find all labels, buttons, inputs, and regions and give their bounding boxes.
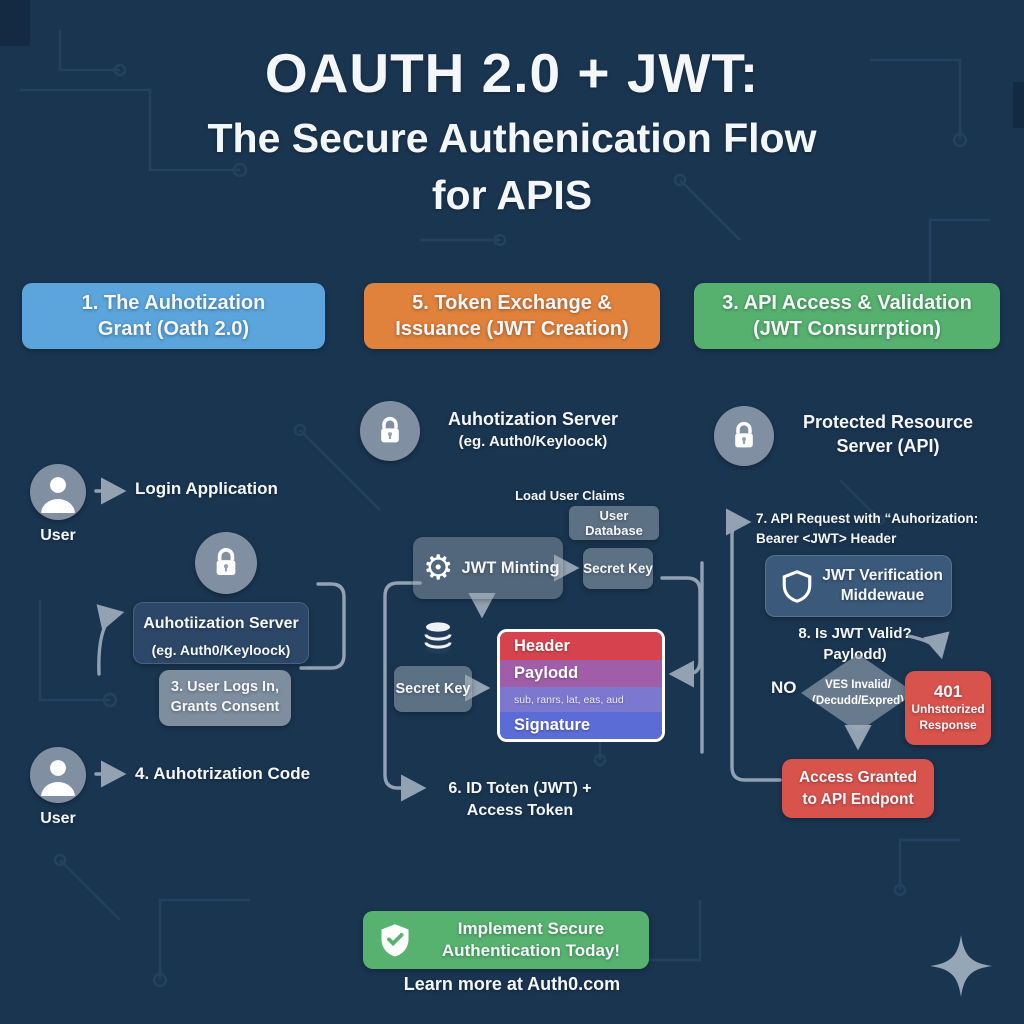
consent-box: 3. User Logs In, Grants Consent: [159, 670, 291, 726]
user-icon: [30, 464, 86, 520]
login-application-label: Login Application: [135, 479, 278, 498]
database-icon: [423, 621, 453, 655]
protected-server-heading: Protected Resource Server (API): [802, 412, 974, 457]
no-label: NO: [771, 678, 797, 697]
unauthorized-text: Unhsttorized Response: [911, 702, 985, 732]
title-line-3: for APIS: [431, 172, 593, 218]
is-jwt-valid-label: 8. Is JWT Valid? Paylodd): [798, 625, 912, 663]
jwt-verification-label: JWT Verification Middewaue: [822, 566, 943, 604]
background-decoration: [1013, 82, 1024, 128]
lock-icon: [714, 406, 774, 466]
cta-label: Implement Secure Authentication Today!: [441, 918, 621, 960]
user-label: User: [40, 527, 76, 544]
shield-check-icon: [377, 921, 413, 959]
page-title: OAUTH 2.0 + JWT: The Secure Authenicatio…: [0, 46, 1024, 219]
unauthorized-code: 401: [933, 682, 963, 702]
jwt-payload-row: Paylodd: [500, 660, 662, 687]
secret-key-box-left: Secret Key: [394, 666, 472, 712]
shield-icon: [780, 568, 814, 604]
jwt-claims-row: sub, ranrs, lat, eas, aud: [500, 687, 662, 712]
user-database-box: User Database: [569, 506, 659, 540]
jwt-minting-box: ⚙ JWT Minting: [413, 537, 563, 599]
access-granted-box: Access Granted to API Endpont: [782, 759, 934, 818]
auth-server-heading: Auhotization Server: [447, 408, 619, 429]
auth-server-box-title: Auhotiization Server: [143, 615, 299, 632]
gear-icon: ⚙: [423, 548, 454, 588]
title-line-2: The Secure Authenication Flow: [207, 115, 817, 161]
background-decoration: [0, 0, 30, 46]
sparkle-icon: [928, 933, 994, 999]
id-token-label: 6. ID Toten (JWT) + Access Token: [448, 780, 592, 820]
authorization-code-label: 4. Auhotrization Code: [135, 764, 311, 783]
jwt-header-row: Header: [500, 632, 662, 660]
learn-more-label: Learn more at Auth0.com: [403, 974, 621, 994]
auth-server-box-subtitle: (eg. Auth0/Keyloock): [151, 642, 291, 658]
auth-server-box: Auhotiization Server (eg. Auth0/Keyloock…: [133, 602, 309, 664]
user-label: User: [40, 810, 76, 827]
jwt-minting-label: JWT Minting: [461, 558, 560, 577]
lock-icon: [195, 532, 257, 594]
lock-icon: [360, 401, 420, 461]
user-icon: [30, 747, 86, 803]
pill-api-access: 3. API Access & Validation (JWT Consurrp…: [694, 283, 1000, 349]
cta-banner: Implement Secure Authentication Today!: [363, 911, 649, 969]
jwt-verification-box: JWT Verification Middewaue: [765, 555, 952, 617]
jwt-token-box: Header Paylodd sub, ranrs, lat, eas, aud…: [497, 629, 665, 742]
jwt-signature-row: Signature: [500, 712, 662, 739]
title-line-1: OAUTH 2.0 + JWT:: [264, 42, 760, 104]
load-user-claims-label: Load User Claims: [515, 488, 625, 503]
secret-key-box-top: Secret Key: [583, 548, 653, 589]
auth-server-subheading: (eg. Auth0/Keyloock): [458, 432, 608, 450]
pill-authorization-grant: 1. The Auhotization Grant (Oath 2.0): [22, 283, 325, 349]
api-request-label: 7. API Request with “Auhorization: Beare…: [756, 511, 979, 547]
unauthorized-box: 401 Unhsttorized Response: [905, 671, 991, 745]
pill-token-exchange: 5. Token Exchange & Issuance (JWT Creati…: [364, 283, 660, 349]
